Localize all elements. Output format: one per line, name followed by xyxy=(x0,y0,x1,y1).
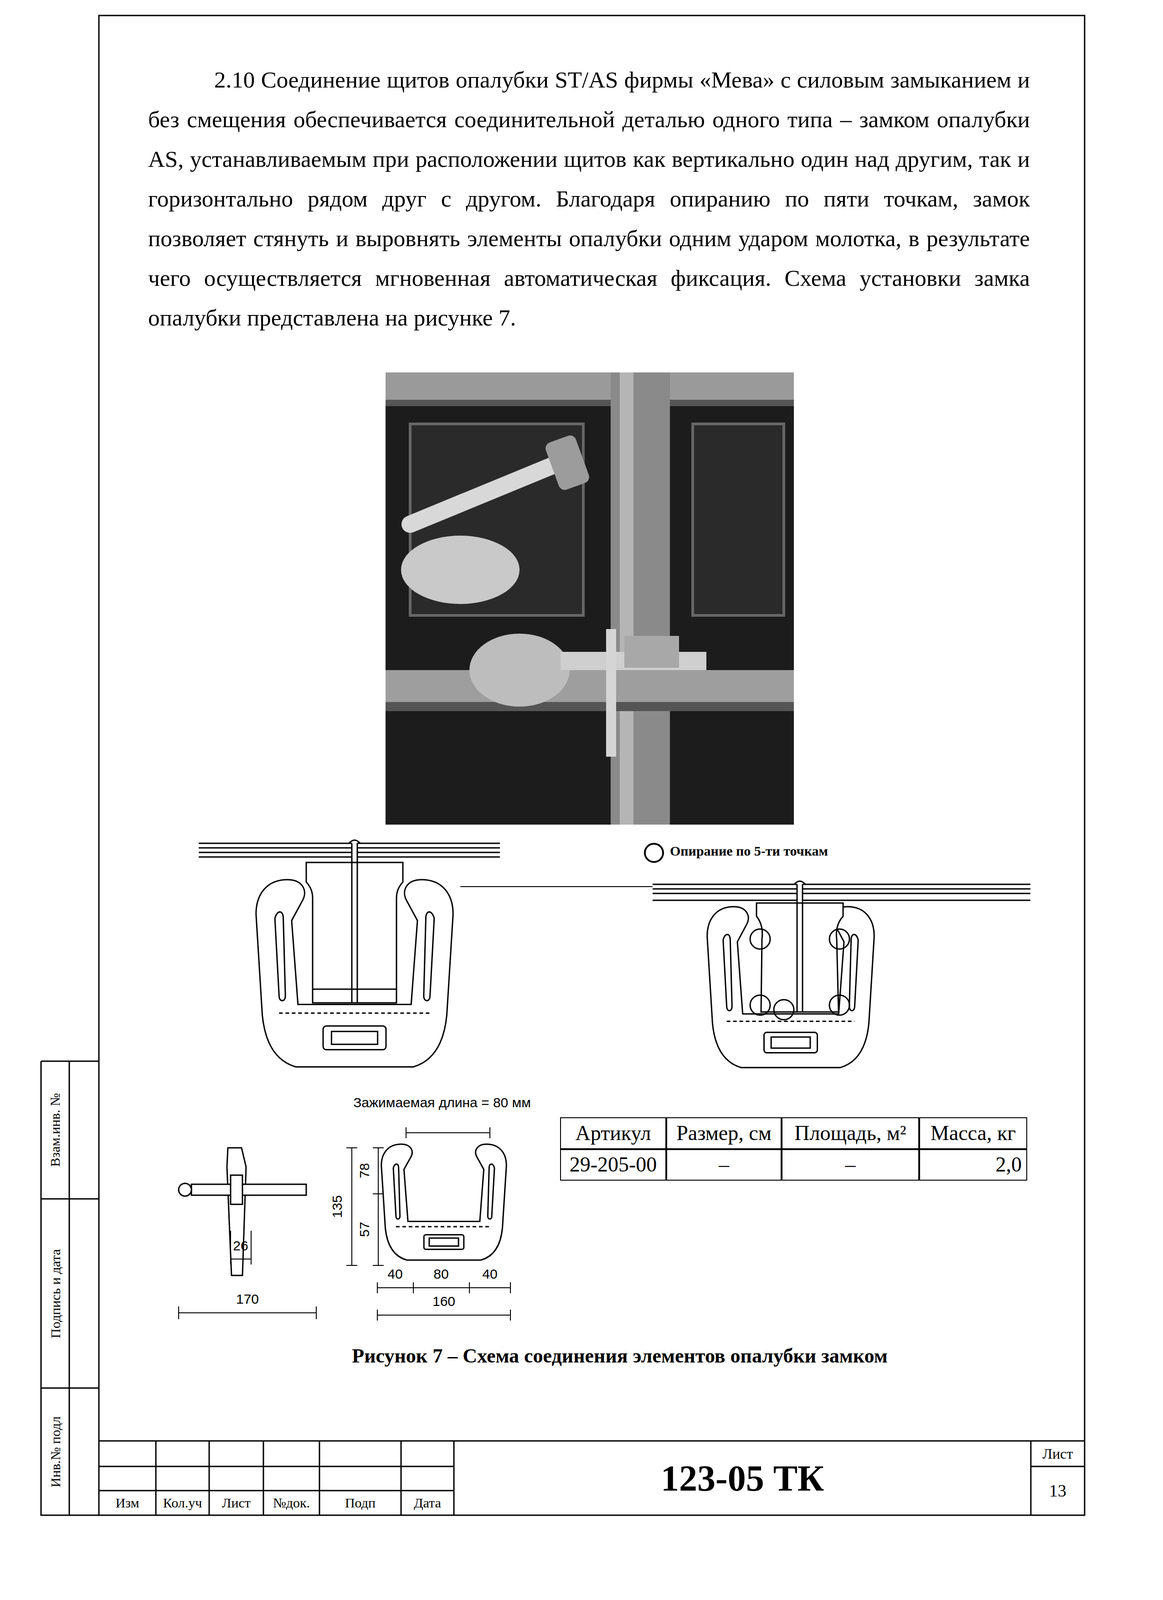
table-cell: 2,0 xyxy=(919,1148,1028,1181)
dimension: 135 xyxy=(328,1188,347,1225)
table-cell: Размер, см xyxy=(666,1116,782,1149)
title-block-label: №док. xyxy=(264,1491,319,1514)
table-cell: – xyxy=(666,1148,782,1181)
title-block-label: Изм xyxy=(99,1491,155,1514)
stamp-label: Подпись и дата xyxy=(42,1200,68,1386)
table-cell: Артикул xyxy=(560,1116,667,1149)
dimension-note: Зажимаемая длина = 80 мм xyxy=(314,1092,570,1112)
title-block-label: Подп xyxy=(320,1491,401,1514)
dimension: 40 xyxy=(376,1264,414,1283)
table-cell: Площадь, м² xyxy=(781,1116,920,1149)
sheet-number: 13 xyxy=(1031,1466,1084,1514)
stamp-label: Взам.инв. № xyxy=(42,1063,68,1197)
title-block-label: Дата xyxy=(401,1491,453,1514)
body-text: 2.10 Соединение щитов опалубки ST/AS фир… xyxy=(148,60,1030,338)
sheet-label: Лист xyxy=(1031,1441,1084,1466)
dimension: 40 xyxy=(471,1264,509,1283)
document-code: 123-05 ТК xyxy=(455,1442,1030,1513)
title-block-label: Кол.уч xyxy=(156,1491,209,1514)
stamp-label: Инв.№ подл xyxy=(42,1389,68,1513)
table-cell: Масса, кг xyxy=(919,1116,1028,1149)
dimension: 57 xyxy=(355,1210,374,1248)
title-block-label: Лист xyxy=(210,1491,263,1514)
dimension: 26 xyxy=(222,1236,259,1255)
dimension: 160 xyxy=(425,1291,463,1311)
table-cell: – xyxy=(781,1148,920,1181)
legend-text: Опирание по 5-ти точкам xyxy=(669,843,829,860)
figure-caption: Рисунок 7 – Схема соединения элементов о… xyxy=(255,1342,985,1370)
dimension: 78 xyxy=(355,1152,374,1189)
dimension: 80 xyxy=(422,1264,460,1283)
dimension: 170 xyxy=(229,1289,266,1308)
photo xyxy=(385,372,794,825)
table-cell: 29-205-00 xyxy=(560,1148,667,1181)
